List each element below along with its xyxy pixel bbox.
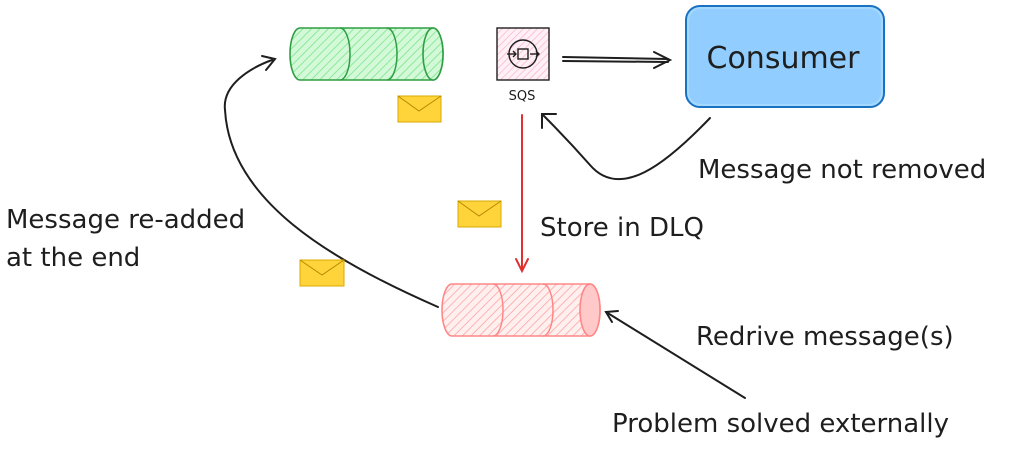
envelope-icon [457, 200, 502, 228]
arrow-external-to-dlq [604, 310, 746, 399]
annotation-message-not-removed: Message not removed [698, 155, 986, 185]
source-queue [289, 27, 444, 81]
dead-letter-queue [441, 283, 601, 337]
sqs-label: SQS [509, 89, 536, 104]
envelope-icon [299, 259, 345, 287]
arrow-consumer-to-sqs [541, 113, 711, 181]
consumer-node: Consumer [685, 5, 885, 108]
annotation-readded-line2: at the end [6, 243, 140, 273]
envelope-icon [397, 95, 442, 123]
annotation-redrive: Redrive message(s) [696, 322, 954, 352]
sqs-service-icon [496, 27, 550, 81]
arrow-sqs-to-dlq [515, 114, 529, 274]
annotation-readded-line1: Message re-added [6, 205, 245, 235]
arrow-sqs-to-consumer [562, 51, 673, 69]
arrow-dlq-to-source-queue [223, 55, 439, 308]
annotation-store-in-dlq: Store in DLQ [540, 213, 704, 243]
annotation-problem-solved: Problem solved externally [612, 409, 949, 439]
consumer-label: Consumer [707, 41, 861, 76]
sqs-node: SQS [496, 27, 550, 104]
sqs-glyph [507, 39, 540, 69]
